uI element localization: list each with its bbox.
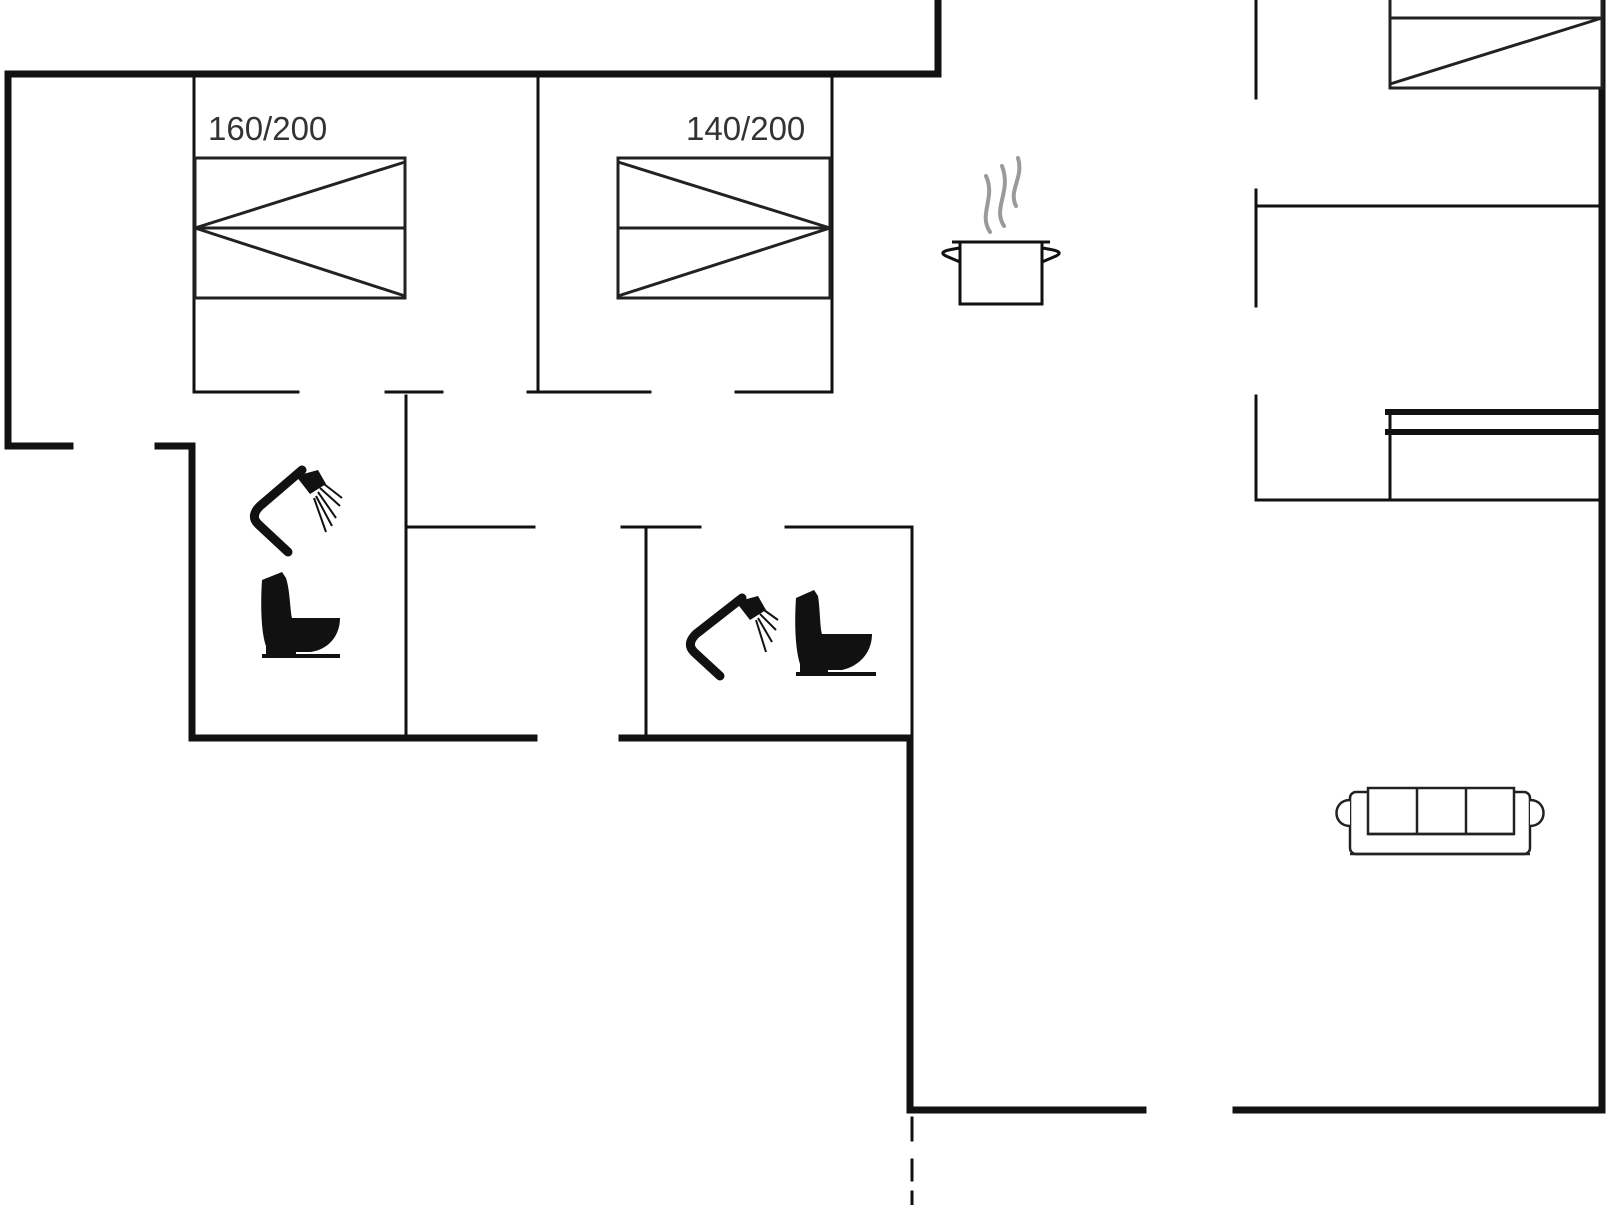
toilet-icon bbox=[261, 572, 340, 658]
double-bed-icon bbox=[193, 156, 407, 300]
shower-icon bbox=[249, 465, 343, 557]
toilet-icon bbox=[795, 590, 876, 676]
sofa-icon bbox=[1335, 786, 1545, 856]
bed-size-label-bedroom-2: 140/200 bbox=[686, 110, 805, 147]
double-bed-icon bbox=[616, 156, 832, 300]
bed-size-label-bedroom-1: 160/200 bbox=[208, 110, 327, 147]
outer-walls bbox=[4, 0, 1606, 1114]
double-bed-icon bbox=[1388, 0, 1604, 90]
shower-icon bbox=[685, 593, 779, 681]
cooking-pot-icon bbox=[941, 156, 1061, 306]
